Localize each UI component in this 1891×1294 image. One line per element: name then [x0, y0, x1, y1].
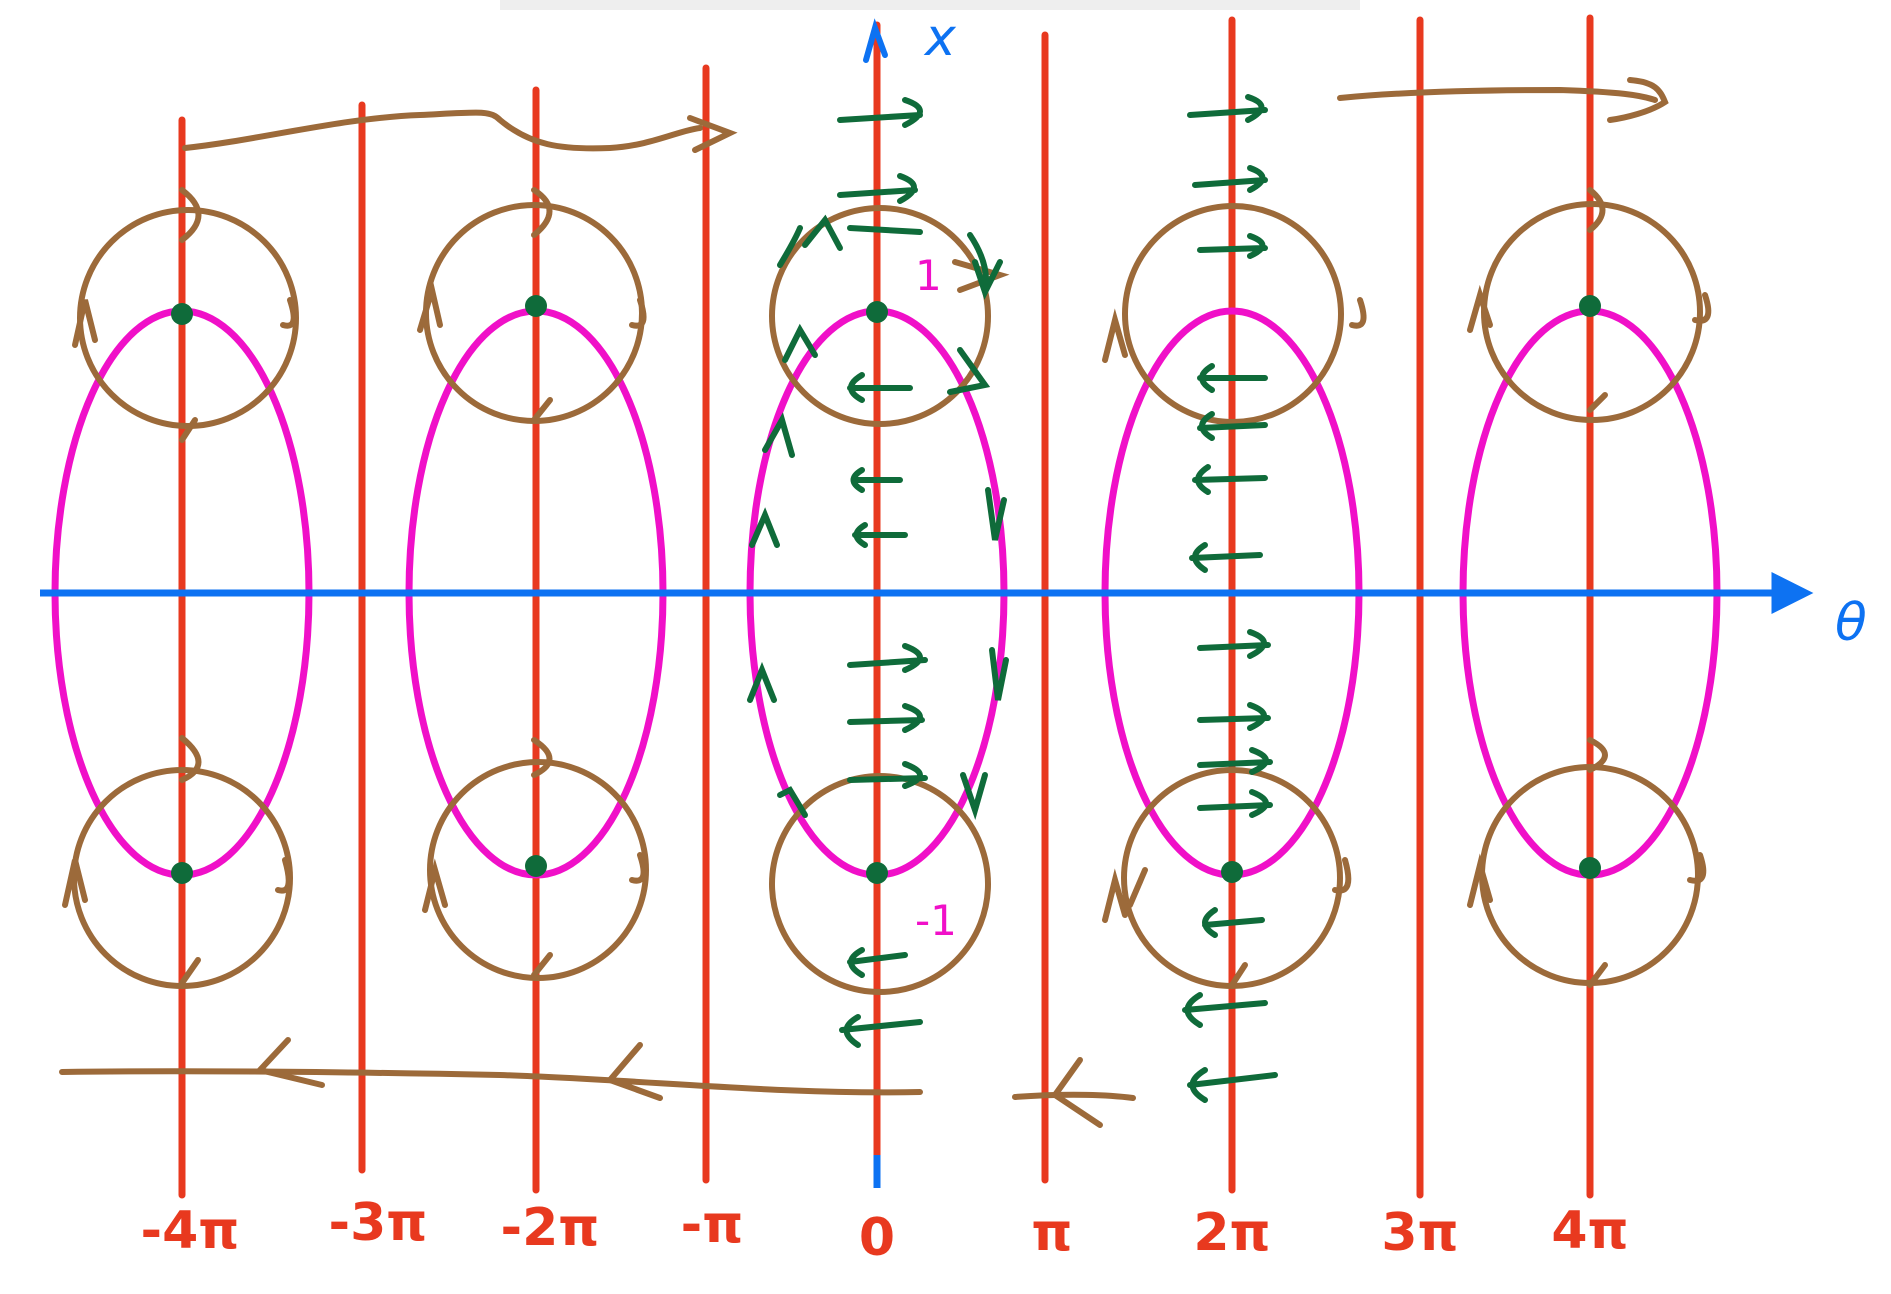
fixed-point [525, 855, 547, 877]
orbit-upper-right [1337, 86, 1658, 103]
fixed-point [171, 862, 193, 884]
fixed-point [866, 301, 888, 323]
rotating-orbits [59, 77, 1669, 1128]
tick-labels: -4π -3π -2π -π 0 π 2π 3π 4π [141, 1193, 1629, 1268]
fixed-point [1579, 295, 1601, 317]
vertical-axis-label: x [923, 8, 957, 68]
fixed-point [866, 862, 888, 884]
tick-label: π [1031, 1203, 1072, 1263]
circle-direction-marks [62, 187, 1712, 988]
circle-lower-zero [769, 773, 991, 995]
tick-label: 2π [1193, 1203, 1270, 1263]
fixed-point [1221, 861, 1243, 883]
orbit-lower-left [59, 1068, 923, 1096]
tick-label: 0 [859, 1208, 895, 1268]
tick-label: 3π [1381, 1203, 1458, 1263]
tick-label: -4π [141, 1201, 240, 1261]
fixed-point [171, 303, 193, 325]
orbit-lower-mid [1012, 1091, 1136, 1101]
annotation-upper: 1 [915, 251, 942, 300]
fixed-point [525, 295, 547, 317]
circle-upper-zero [769, 205, 991, 427]
fixed-points [171, 295, 1601, 884]
tick-label: -π [681, 1195, 744, 1255]
top-shadow [500, 0, 1360, 10]
fixed-point [1579, 857, 1601, 879]
annotation-lower: -1 [915, 896, 957, 945]
vertical-lines [178, 14, 1594, 1199]
tick-label: -2π [501, 1198, 600, 1258]
orbit-upper-left [182, 109, 703, 152]
tick-label: -3π [329, 1193, 428, 1253]
vertical-axis-arrowhead [863, 18, 888, 63]
horizontal-axis-label: θ [1835, 593, 1867, 653]
tick-label: 4π [1551, 1201, 1628, 1261]
circle-upper-2pi [1122, 203, 1344, 425]
flow-arrows [747, 94, 1278, 1103]
